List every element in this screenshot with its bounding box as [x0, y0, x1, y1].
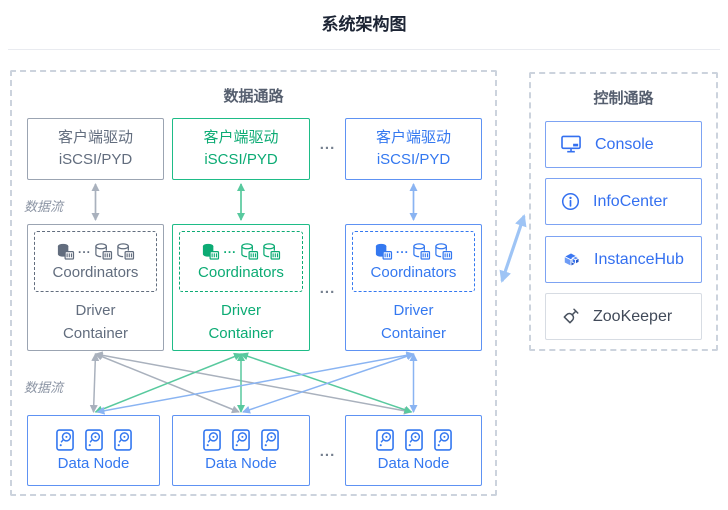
data-flow-label-top: 数据流 — [24, 199, 64, 214]
database-icon-filled — [203, 243, 220, 260]
monitor-icon — [561, 135, 582, 154]
driver-container-label: Driver Container — [62, 302, 129, 342]
data-node-box-3: Data Node — [345, 415, 482, 486]
driver-container-label: Driver Container — [208, 302, 274, 342]
disk-icon-row — [203, 429, 279, 451]
control-item-instancehub: InstanceHub — [545, 236, 702, 283]
data-path-container: 数据通路 — [10, 70, 497, 496]
disk-icon — [433, 429, 452, 451]
control-path-label: 控制通路 — [593, 90, 654, 107]
disk-icon — [375, 429, 394, 451]
disk-icon — [113, 429, 132, 451]
disk-icon — [261, 429, 279, 451]
client-driver-line2: iSCSI/PYD — [204, 151, 278, 168]
control-item-label: Console — [595, 135, 654, 153]
containers-ellipsis: ... — [319, 280, 336, 297]
database-icon — [413, 243, 431, 260]
database-icon — [435, 243, 453, 260]
data-node-label: Data Node — [57, 455, 130, 472]
database-icon — [240, 243, 258, 260]
data-node-box-2: Data Node — [172, 415, 310, 486]
control-item-zookeeper: ZooKeeper — [545, 293, 702, 340]
client-driver-line2: iSCSI/PYD — [376, 151, 451, 168]
driver-container-box-1: ... Coordinators Driver Container — [27, 224, 164, 351]
data-flow-label-bottom: 数据流 — [24, 380, 64, 395]
database-icon — [95, 243, 113, 260]
database-icon — [262, 243, 280, 260]
control-item-infocenter: InfoCenter — [545, 178, 702, 225]
disk-icon — [203, 429, 221, 451]
coordinators-group: ... Coordinators — [179, 231, 303, 292]
nodes-ellipsis: ... — [319, 443, 336, 460]
disk-icon-row — [375, 429, 452, 451]
database-icon-filled — [375, 243, 393, 260]
clients-ellipsis: ... — [319, 136, 336, 153]
coordinator-ellipsis: ... — [77, 242, 91, 256]
coordinator-icon-row: ... — [374, 241, 453, 263]
control-path-container: 控制通路 — [529, 72, 718, 351]
data-node-box-1: Data Node — [27, 415, 160, 486]
client-driver-box-2: 客户端驱动 iSCSI/PYD — [172, 118, 310, 180]
coordinators-label: Coordinators — [52, 264, 139, 281]
coordinators-group: ... Coordinators — [34, 231, 157, 292]
driver-container-box-3: ... Coordinators Driver Container — [345, 224, 482, 351]
client-driver-line1: 客户端驱动 — [203, 129, 279, 146]
coordinator-ellipsis: ... — [395, 242, 409, 256]
coordinators-label: Coordinators — [198, 264, 284, 281]
client-driver-box-3: 客户端驱动 iSCSI/PYD — [345, 118, 482, 180]
data-path-label: 数据通路 — [223, 88, 284, 105]
client-driver-line1: 客户端驱动 — [375, 129, 451, 146]
coordinators-label: Coordinators — [370, 264, 457, 281]
title-divider — [8, 49, 720, 50]
database-icon-filled — [57, 243, 75, 260]
control-item-label: InfoCenter — [593, 192, 668, 210]
disk-icon-row — [55, 429, 132, 451]
client-driver-line1: 客户端驱动 — [57, 129, 133, 146]
control-item-label: ZooKeeper — [593, 307, 673, 325]
cube-icon — [561, 250, 581, 269]
control-item-console: Console — [545, 121, 702, 168]
disk-icon — [232, 429, 250, 451]
disk-icon — [84, 429, 103, 451]
disk-icon — [404, 429, 423, 451]
client-driver-line2: iSCSI/PYD — [58, 151, 133, 168]
data-node-label: Data Node — [205, 455, 277, 472]
driver-container-label: Driver Container — [380, 302, 447, 342]
coordinators-group: ... Coordinators — [352, 231, 475, 292]
driver-container-box-2: ... Coordinators Driver Container — [172, 224, 310, 351]
coordinator-ellipsis: ... — [223, 242, 237, 256]
info-icon — [561, 192, 580, 211]
coordinator-icon-row: ... — [56, 241, 135, 263]
disk-icon — [55, 429, 74, 451]
coordinator-icon-row: ... — [201, 241, 280, 263]
data-node-label: Data Node — [377, 455, 450, 472]
client-driver-box-1: 客户端驱动 iSCSI/PYD — [27, 118, 164, 180]
shovel-icon — [561, 307, 580, 326]
control-item-label: InstanceHub — [594, 250, 684, 268]
database-icon — [117, 243, 135, 260]
page-title: 系统架构图 — [321, 15, 407, 34]
